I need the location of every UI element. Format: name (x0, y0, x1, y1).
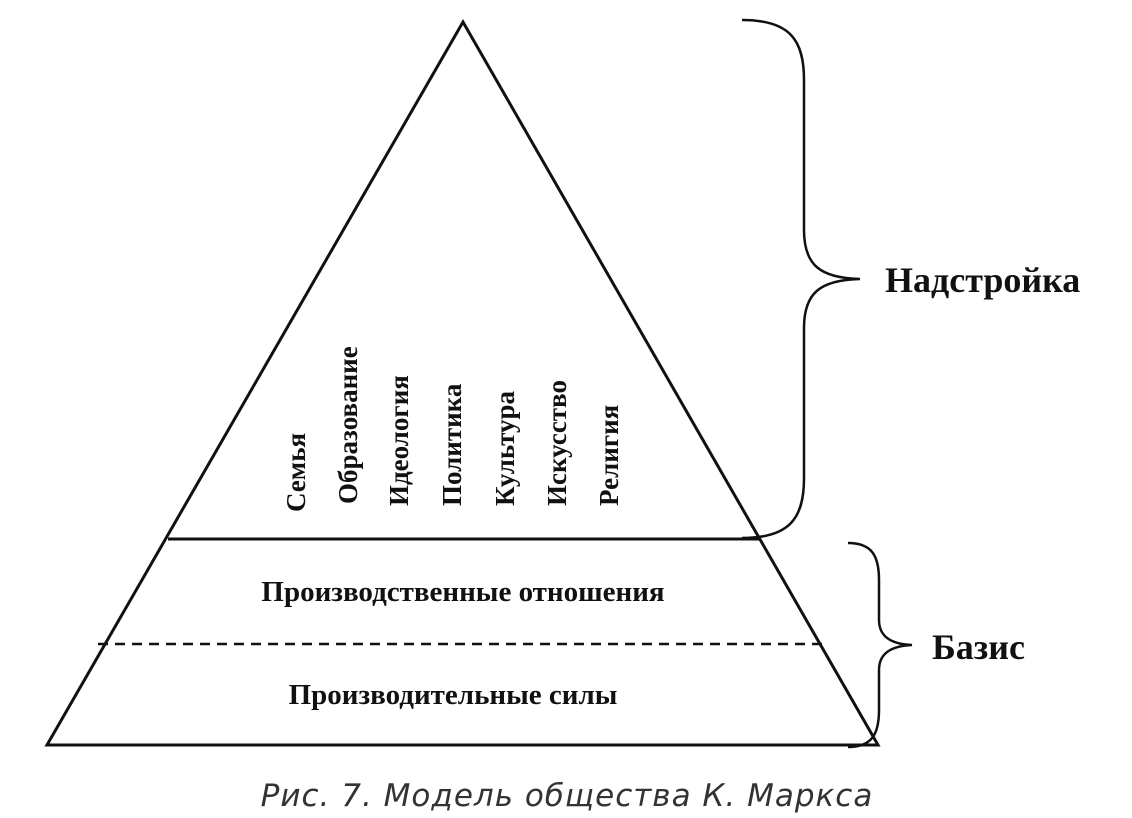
superstructure-item: Политика (437, 383, 467, 506)
superstructure-label: Надстройка (885, 260, 1080, 300)
base-brace (847, 541, 913, 749)
pyramid-outline (44, 18, 881, 747)
superstructure-item: Религия (594, 405, 624, 506)
superstructure-item: Идеология (384, 375, 414, 506)
superstructure-item: Искусство (542, 380, 572, 506)
superstructure-items: Семья Образование Идеология Политика Кул… (281, 346, 624, 512)
superstructure-item: Культура (490, 390, 520, 506)
superstructure-item: Семья (281, 433, 311, 512)
productive-forces-label: Производительные силы (289, 679, 618, 711)
superstructure-brace (741, 18, 861, 540)
figure-caption: Рис. 7. Модель общества К. Маркса (261, 778, 874, 814)
superstructure-item: Образование (333, 346, 363, 504)
production-relations-label: Производственные отношения (261, 576, 664, 608)
base-label: Базис (932, 627, 1025, 667)
